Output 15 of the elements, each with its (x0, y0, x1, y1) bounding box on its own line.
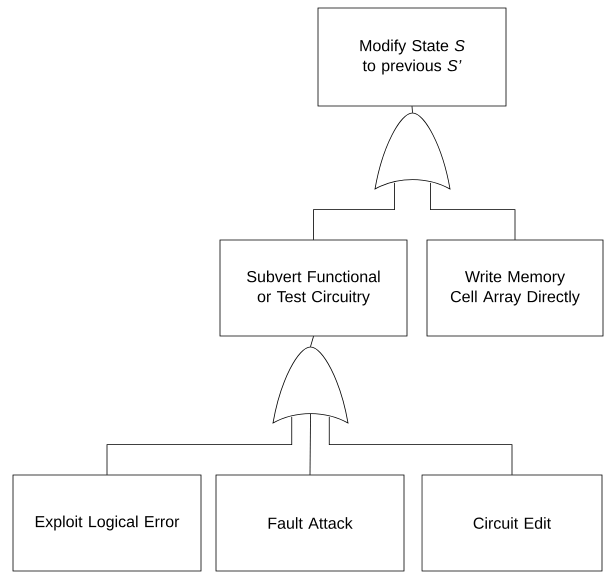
connector-line (430, 182, 516, 240)
event-box: Fault Attack (216, 474, 404, 572)
event-box: Subvert Functional or Test Circuitry (220, 240, 408, 336)
event-box: Modify State S to previous S’ (318, 8, 506, 106)
connector-line (310, 414, 311, 475)
connector-line (106, 416, 292, 475)
connector-line (310, 336, 314, 347)
event-box: Circuit Edit (422, 474, 602, 572)
or-gate (374, 112, 450, 190)
event-box: Exploit Logical Error (12, 474, 202, 572)
connector-line (412, 106, 413, 113)
connector-line (313, 182, 395, 240)
connector-line (328, 416, 512, 475)
event-box: Write Memory Cell Array Directly (426, 240, 604, 336)
or-gate (272, 346, 348, 424)
